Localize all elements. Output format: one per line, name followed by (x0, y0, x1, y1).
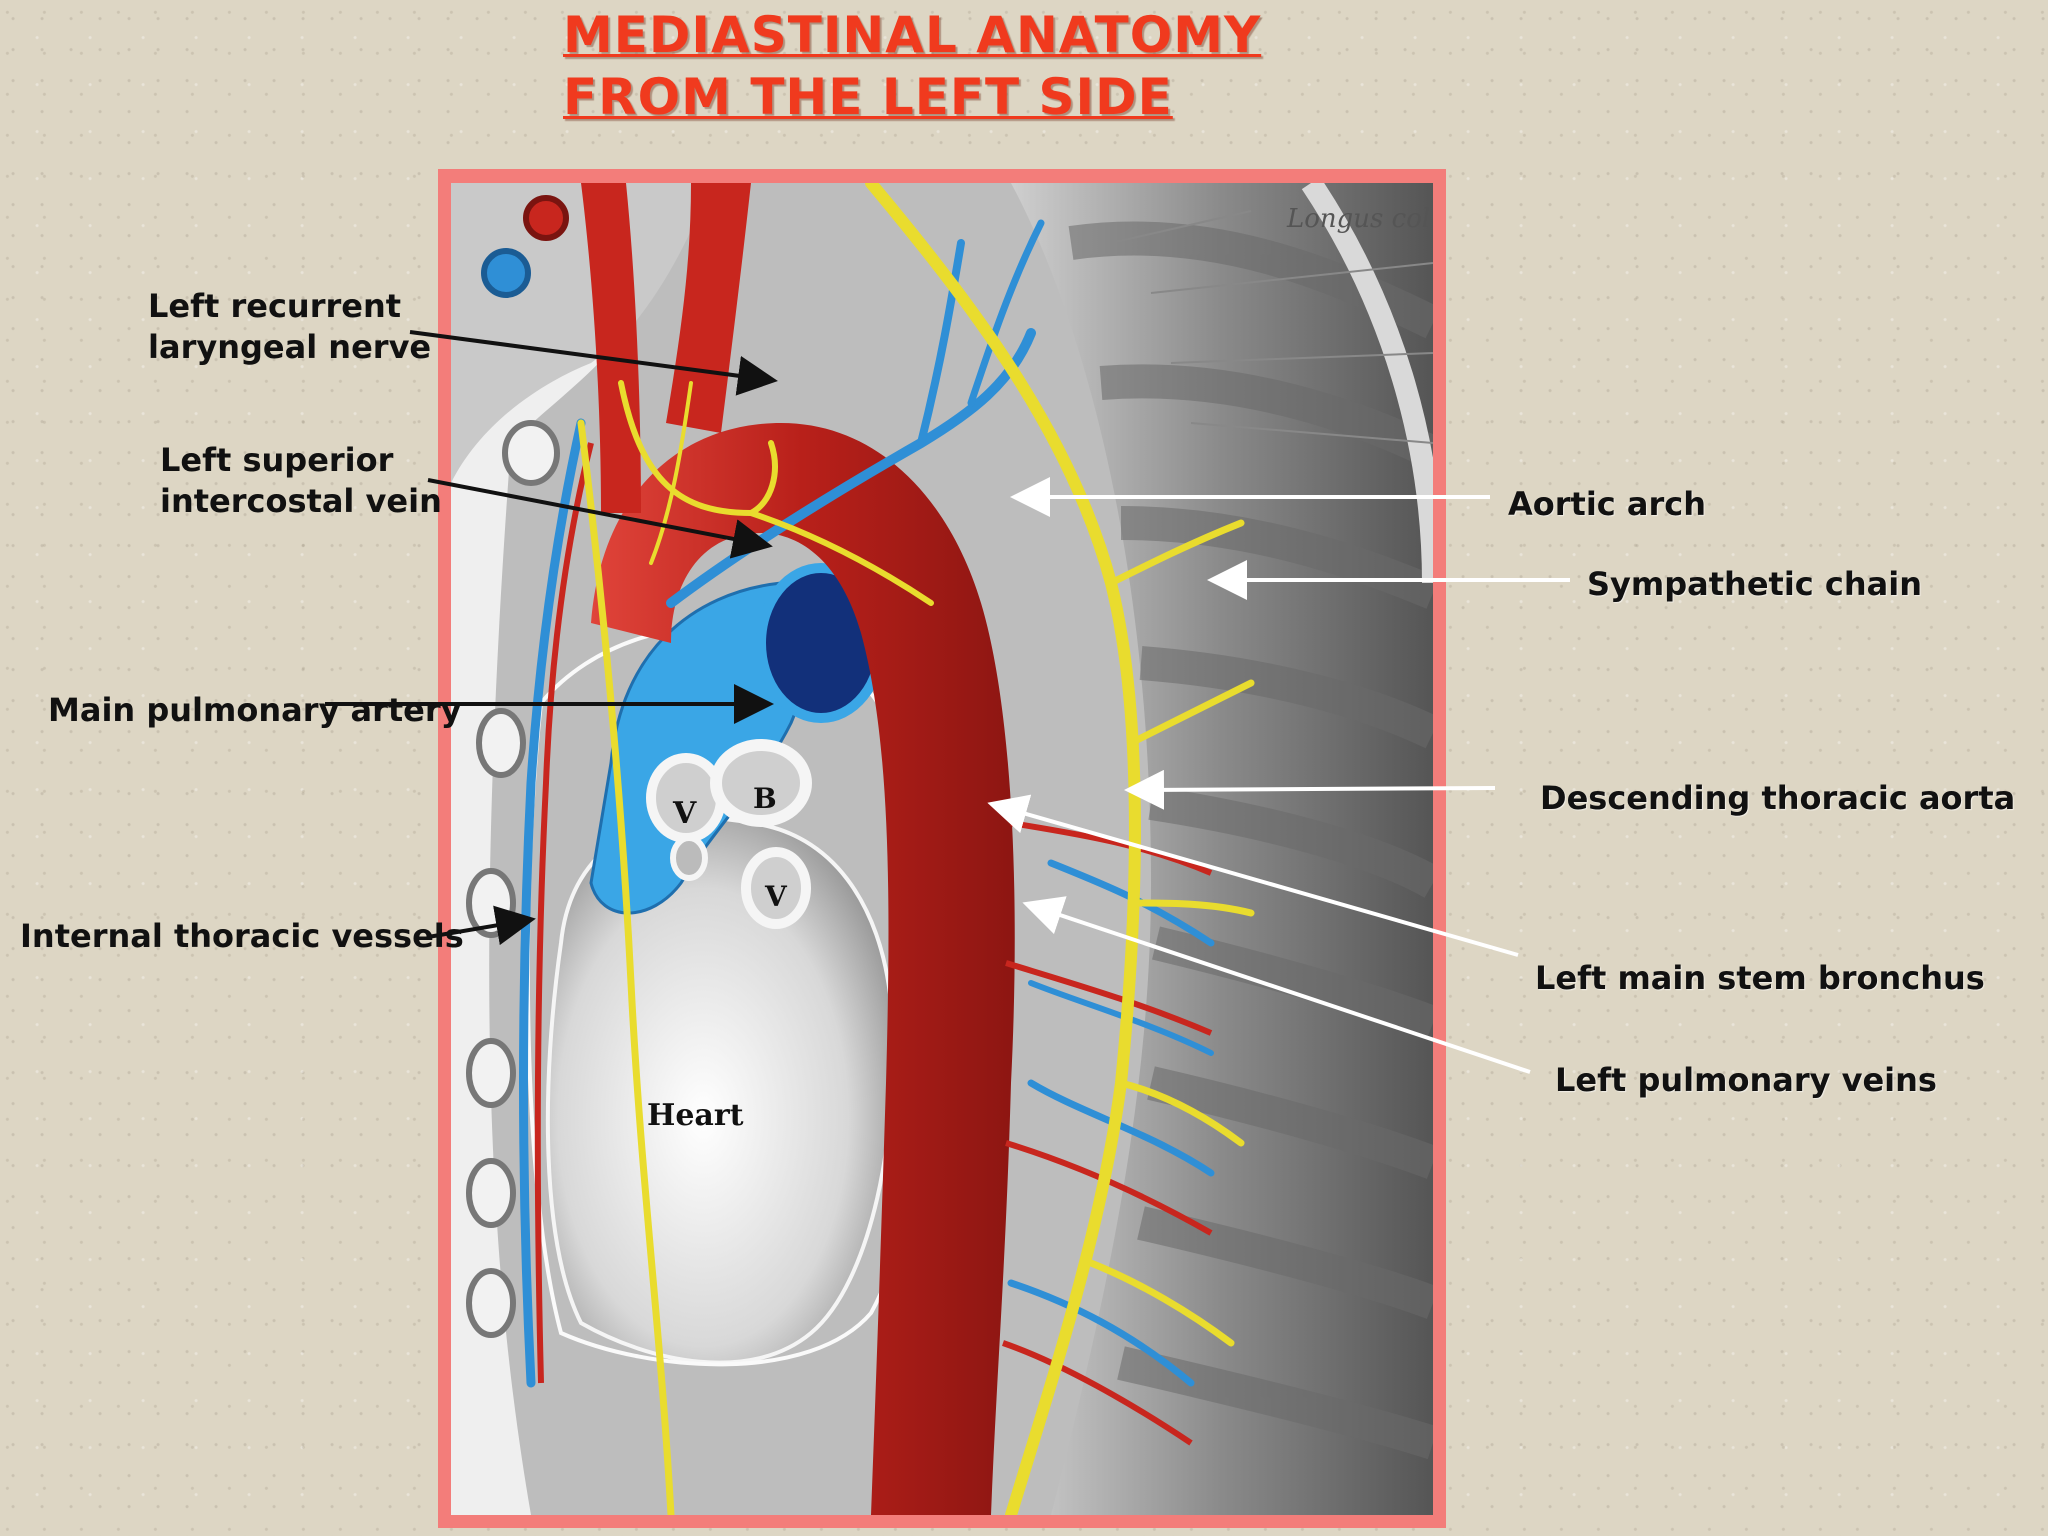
label-sympathetic-chain: Sympathetic chain (1587, 565, 1922, 603)
recurrent-laryngeal-nerve (618, 380, 778, 517)
rib-sections-left (466, 420, 560, 1338)
label-descending-thoracic-aorta: Descending thoracic aorta (1540, 779, 2016, 817)
label-v-top: V (672, 796, 697, 831)
label-heart: Heart (647, 1098, 744, 1133)
label-internal-thoracic-vessels: Internal thoracic vessels (20, 917, 464, 955)
leader-lines (1110, 210, 1433, 444)
arrow-left-superior (427, 478, 773, 559)
label-aortic-arch: Aortic arch (1508, 485, 1707, 523)
label-b: B (753, 782, 777, 815)
arrow-descending-aorta (1124, 769, 1496, 810)
veins (519, 219, 1215, 1388)
brachiocephalic-vein-section (481, 248, 531, 298)
label-left-superior-line-1: Left superior (160, 441, 394, 479)
label-left-recurrent-line-1: Left recurrent (148, 287, 402, 325)
label-left-superior-line-2: intercostal vein (160, 482, 442, 520)
hilum-structures (646, 739, 812, 929)
label-left-pulmonary-veins: Left pulmonary veins (1555, 1061, 1937, 1099)
title-line-2: FROM THE LEFT SIDE (563, 68, 1173, 126)
label-main-pulmonary-artery: Main pulmonary artery (48, 691, 462, 729)
arrow-left-recurrent (409, 330, 778, 396)
label-left-recurrent-line-2: laryngeal nerve (148, 328, 432, 366)
carotid-section (523, 195, 569, 241)
left-common-carotid (581, 183, 641, 513)
arrow-left-bronchus (987, 794, 1519, 957)
spine-region (1011, 183, 1433, 1515)
slide-title: MEDIASTINAL ANATOMY FROM THE LEFT SIDE (563, 4, 1261, 128)
anatomy-illustration: Longus col V B V Heart (451, 183, 1433, 1515)
longus-col-text: Longus col (1286, 204, 1430, 234)
arrow-internal-thoracic (427, 905, 536, 946)
vertebral-border (1301, 183, 1433, 584)
title-line-1: MEDIASTINAL ANATOMY (563, 6, 1262, 64)
label-left-superior-intercostal-vein: Left superior intercostal vein (160, 440, 442, 522)
label-left-main-stem-bronchus: Left main stem bronchus (1535, 959, 1985, 997)
arrow-left-pulmonary-veins (1022, 896, 1531, 1074)
vagus-phrenic-nerve (577, 419, 675, 1515)
label-v-bottom: V (764, 880, 788, 913)
label-left-recurrent-laryngeal-nerve: Left recurrent laryngeal nerve (148, 286, 431, 368)
aorta (591, 423, 1015, 1515)
